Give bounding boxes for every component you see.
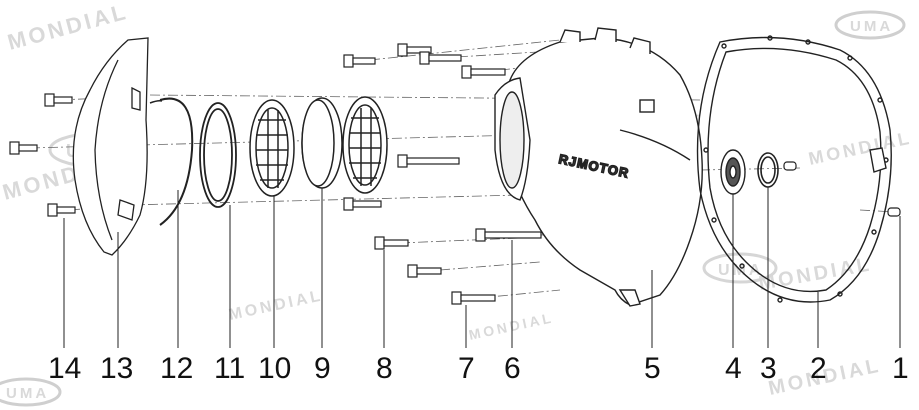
bolt-6 <box>475 228 542 242</box>
watermark-brand: MONDIAL <box>5 0 131 55</box>
outer-cover-13 <box>72 37 149 256</box>
bolt <box>397 43 432 57</box>
bolt <box>44 93 73 107</box>
watermark-brand: MONDIAL <box>227 287 324 324</box>
bearing-4 <box>720 149 746 195</box>
filter-grid-10b <box>342 96 388 194</box>
watermark-logo: UMA <box>0 377 62 407</box>
bolt <box>461 65 506 79</box>
bolt <box>419 51 462 65</box>
watermark-logo: UMA <box>834 10 906 40</box>
watermark-logo-text: UMA <box>6 385 49 402</box>
watermark-brand: MONDIAL <box>467 309 555 343</box>
part-label-6: 6 <box>504 352 521 385</box>
leader-lines <box>63 187 901 348</box>
bolt <box>374 236 409 250</box>
spring-clip-12 <box>159 97 194 226</box>
watermark-logo-text: UMA <box>850 18 893 35</box>
bolt <box>9 141 38 155</box>
part-label-7: 7 <box>458 352 475 385</box>
bolt <box>397 154 460 168</box>
bolt <box>343 54 376 68</box>
part-label-2: 2 <box>810 352 827 385</box>
bolt-7-group <box>407 264 496 305</box>
part-label-12: 12 <box>160 352 193 385</box>
bolt <box>47 203 76 217</box>
part-label-4: 4 <box>725 352 742 385</box>
part-label-5: 5 <box>644 352 661 385</box>
bolt <box>343 197 382 211</box>
crankcase-cover-5: RJMOTOR <box>494 27 703 307</box>
part-label-8: 8 <box>376 352 393 385</box>
part-number-labels: 14 13 12 11 10 9 8 7 6 5 4 3 2 1 <box>48 352 909 385</box>
bolt <box>407 264 442 278</box>
snap-ring-11 <box>199 102 237 208</box>
dowel-pin <box>783 161 797 171</box>
watermark-brand: MONDIAL <box>807 128 914 169</box>
circlip-3 <box>757 152 779 188</box>
part-label-14: 14 <box>48 352 81 385</box>
bolt-8-group <box>343 43 506 250</box>
part-label-10: 10 <box>258 352 291 385</box>
part-label-1: 1 <box>892 352 909 385</box>
part-label-3: 3 <box>760 352 777 385</box>
bolt-14-group <box>9 93 76 217</box>
filter-disc-9 <box>301 97 343 189</box>
gasket-2 <box>696 35 892 303</box>
pin-1 <box>887 207 901 217</box>
part-label-11: 11 <box>214 352 245 385</box>
part-label-9: 9 <box>314 352 331 385</box>
part-label-13: 13 <box>100 352 133 385</box>
bolt <box>451 291 496 305</box>
filter-grid-10 <box>249 99 295 197</box>
